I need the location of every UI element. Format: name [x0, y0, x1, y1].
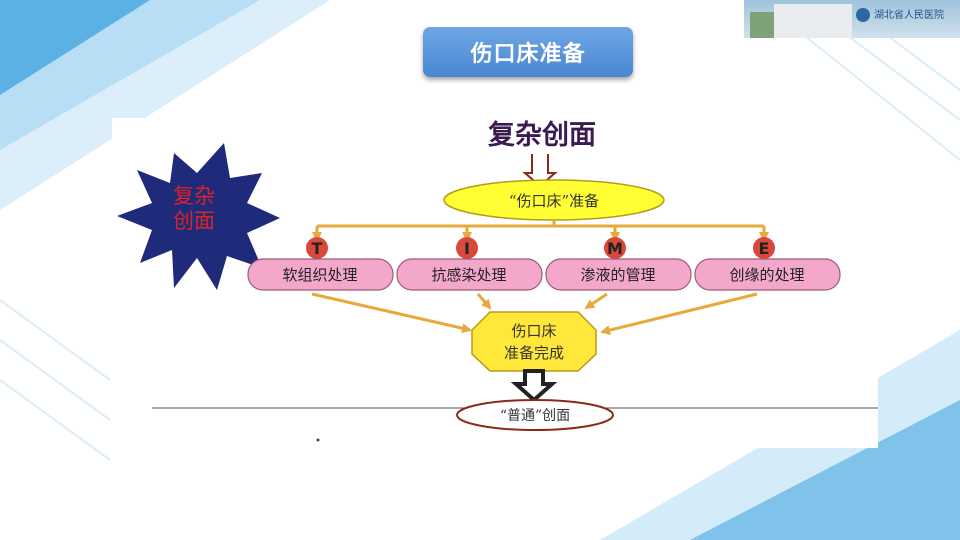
step-label-4: 创缘的处理 — [729, 266, 804, 284]
octagon-line2: 准备完成 — [504, 344, 564, 362]
logo-text: 湖北省人民医院 — [874, 10, 944, 21]
step-wound-edge: 创缘的处理 — [694, 258, 841, 291]
step-exudate: 渗液的管理 — [545, 258, 692, 291]
slide-title: 伤口床准备 — [423, 27, 633, 77]
top-label-complex-wound: 复杂创面 — [488, 120, 596, 151]
normal-wound-ellipse — [456, 399, 614, 431]
letter-t-circle: T — [306, 237, 328, 259]
step-label-1: 软组织处理 — [282, 266, 357, 284]
letter-e-circle: E — [753, 237, 775, 259]
step-label-3: 渗液的管理 — [580, 266, 655, 284]
complex-wound-star — [117, 143, 280, 290]
wound-bed-preparation-diagram: 复杂 创面 复杂创面 “伤口床”准备 T I M E 软组织处理 — [112, 118, 878, 448]
letter-i: I — [464, 239, 470, 258]
letter-e: E — [759, 239, 770, 258]
letter-m: M — [607, 239, 623, 258]
letter-i-circle: I — [456, 237, 478, 259]
converging-arrows — [311, 292, 758, 335]
stray-dot — [316, 438, 320, 442]
result-down-arrow — [510, 369, 558, 403]
letter-m-circle: M — [604, 237, 626, 259]
preparation-complete-octagon — [471, 311, 597, 372]
star-label-line1: 复杂 — [173, 184, 215, 208]
octagon-line1: 伤口床 — [511, 322, 556, 340]
result-label: “普通”创面 — [500, 408, 570, 424]
step-anti-infection: 抗感染处理 — [396, 258, 543, 291]
star-label-line2: 创面 — [173, 209, 215, 233]
hospital-logo-banner: 湖北省人民医院 — [744, 0, 960, 38]
step-soft-tissue: 软组织处理 — [247, 258, 394, 291]
hospital-seal-icon — [856, 8, 870, 22]
letter-t: T — [312, 239, 323, 258]
oval-label: “伤口床”准备 — [509, 192, 599, 210]
building-shape — [774, 4, 852, 38]
step-label-2: 抗感染处理 — [431, 266, 506, 284]
